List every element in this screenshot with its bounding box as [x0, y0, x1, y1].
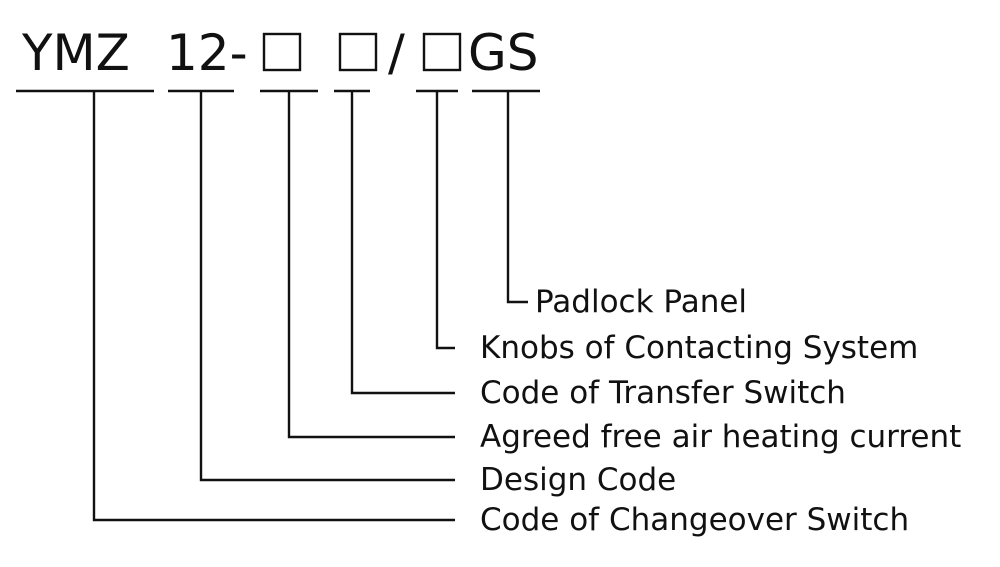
placeholder-box-transfer	[338, 32, 378, 72]
model-designation: YMZ 12- / GS	[21, 24, 538, 82]
placeholder-box-knobs	[422, 32, 462, 72]
model-separator: /	[388, 24, 405, 82]
model-suffix-code: GS	[468, 24, 538, 82]
leader-transfer	[350, 91, 455, 395]
label-padlock-panel: Padlock Panel	[535, 284, 747, 320]
leader-padlock	[506, 91, 528, 304]
model-design-code: 12-	[166, 24, 248, 82]
label-design-code: Design Code	[480, 462, 676, 498]
leader-current	[287, 91, 455, 439]
leader-changeover	[92, 91, 455, 522]
leader-knobs	[435, 91, 455, 350]
label-changeover-switch: Code of Changeover Switch	[480, 502, 909, 538]
label-heating-current: Agreed free air heating current	[480, 419, 961, 455]
leader-design	[199, 91, 455, 482]
label-knobs-contacting-system: Knobs of Contacting System	[480, 330, 918, 366]
model-series-code: YMZ	[21, 24, 130, 82]
label-code-transfer-switch: Code of Transfer Switch	[480, 375, 846, 411]
placeholder-box-current	[262, 32, 302, 72]
labels: Padlock Panel Knobs of Contacting System…	[480, 284, 961, 538]
leader-lines	[92, 91, 528, 522]
